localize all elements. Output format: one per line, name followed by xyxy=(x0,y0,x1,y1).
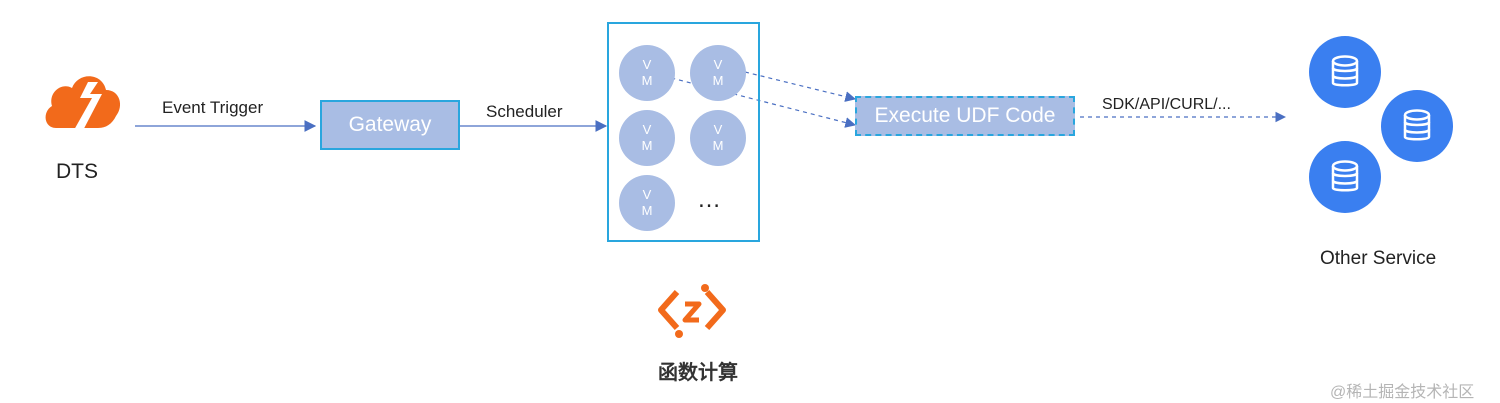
database-icon xyxy=(1331,160,1359,192)
sdk-label: SDK/API/CURL/... xyxy=(1102,96,1231,113)
database-node xyxy=(1309,36,1381,108)
database-icon xyxy=(1403,109,1431,141)
execute-udf-label: Execute UDF Code xyxy=(874,104,1056,127)
event-trigger-label: Event Trigger xyxy=(162,98,264,117)
vm-pool-container xyxy=(607,22,760,242)
vm-ellipsis: … xyxy=(697,186,721,213)
gateway-box: Gateway xyxy=(320,100,460,150)
function-compute-logo xyxy=(655,282,729,342)
gateway-label: Gateway xyxy=(348,113,432,136)
scheduler-label: Scheduler xyxy=(486,102,563,121)
dts-cloud-icon xyxy=(45,76,121,140)
other-service-label: Other Service xyxy=(1320,248,1437,269)
vm-to-execute-arrow-2 xyxy=(647,71,857,128)
database-node xyxy=(1309,141,1381,213)
function-compute-logo-icon xyxy=(658,284,726,338)
execute-udf-box: Execute UDF Code xyxy=(855,96,1075,136)
dts-node xyxy=(40,64,124,149)
database-icon xyxy=(1331,55,1359,87)
function-compute-label: 函数计算 xyxy=(658,362,738,384)
watermark: @稀土掘金技术社区 xyxy=(1330,384,1475,401)
vm-to-execute-arrow-1 xyxy=(744,71,857,102)
database-node xyxy=(1381,90,1453,162)
dts-label: DTS xyxy=(56,160,98,183)
